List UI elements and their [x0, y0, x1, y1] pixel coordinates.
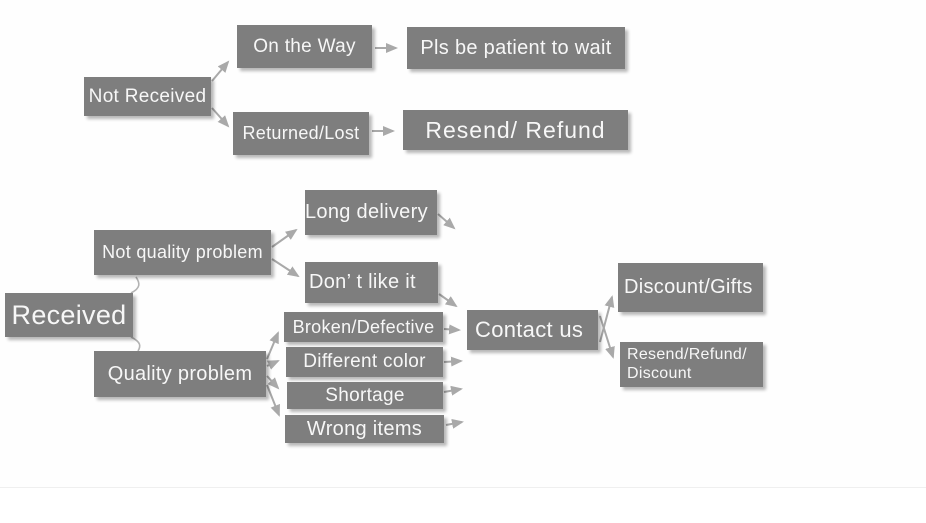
arrow-not-quality-to-long-delivery	[271, 228, 298, 248]
node-resend-refund-discount-line1: Resend/Refund/	[627, 346, 747, 364]
node-resend-refund: Resend/ Refund	[403, 110, 628, 150]
node-pls-be-patient: Pls be patient to wait	[407, 27, 625, 69]
node-contact-us: Contact us	[467, 310, 598, 350]
arrow-not-quality-to-dont-like	[271, 258, 300, 278]
arrow-long-delivery-to-contact	[437, 213, 456, 230]
node-long-delivery: Long delivery	[305, 190, 437, 235]
arrow-quality-to-wrong	[266, 384, 280, 417]
node-wrong-items: Wrong items	[285, 415, 444, 443]
node-not-quality-problem: Not quality problem	[94, 230, 271, 275]
node-resend-refund-discount-line2: Discount	[627, 364, 692, 382]
arrow-broken-to-contact	[443, 324, 461, 335]
arrow-contact-to-resend-discount	[599, 315, 615, 359]
arrow-not-received-to-on-the-way	[211, 60, 230, 82]
arrow-not-received-to-returned-lost	[211, 107, 230, 128]
arrow-quality-to-broken	[266, 331, 279, 360]
arrow-wrong-to-contact	[445, 418, 464, 429]
node-shortage: Shortage	[287, 382, 443, 409]
node-not-received: Not Received	[84, 77, 211, 116]
arrow-quality-to-shortage	[266, 375, 280, 390]
arrow-contact-to-discount-gifts	[599, 295, 615, 343]
node-dont-like-it: Don’ t like it	[305, 262, 438, 303]
connector-received-to-not-quality	[130, 276, 140, 294]
node-broken-defective: Broken/Defective	[284, 312, 443, 342]
node-on-the-way: On the Way	[237, 25, 372, 68]
node-discount-gifts: Discount/Gifts	[618, 263, 763, 312]
node-different-color: Different color	[286, 347, 443, 377]
node-resend-refund-discount: Resend/Refund/ Discount	[620, 342, 763, 387]
arrow-shortage-to-contact	[443, 385, 463, 396]
node-received: Received	[5, 293, 133, 337]
node-returned-lost: Returned/Lost	[233, 112, 369, 155]
page-divider	[0, 487, 926, 488]
arrow-different-to-contact	[443, 356, 463, 367]
connector-received-to-quality	[130, 336, 141, 352]
arrow-dont-like-to-contact	[438, 293, 458, 308]
arrow-quality-to-different	[266, 360, 280, 370]
node-quality-problem: Quality problem	[94, 351, 266, 397]
